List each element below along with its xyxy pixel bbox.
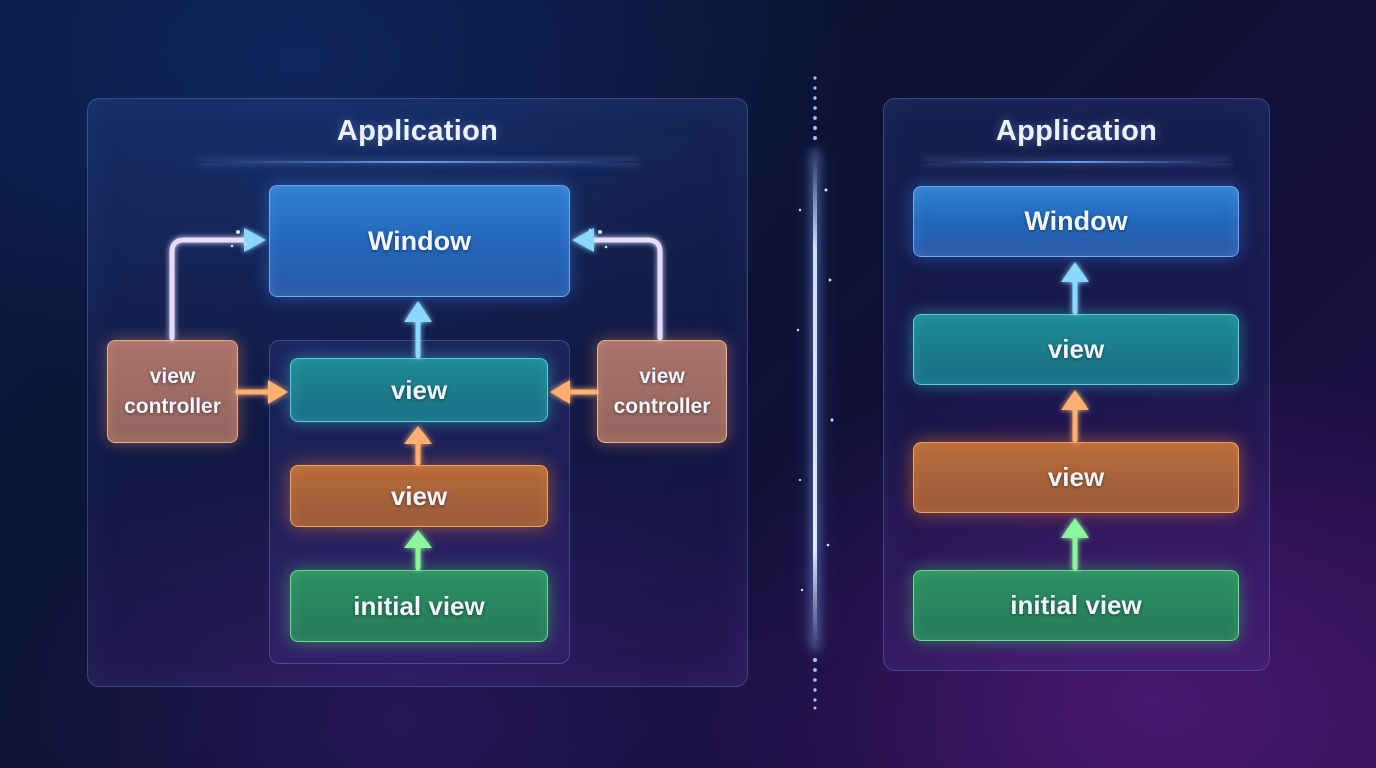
left-vc-right-line2: controller: [613, 394, 711, 418]
left-vc-to-window-arrow: [169, 228, 266, 341]
center-divider: [813, 150, 817, 650]
left-view-top-box: view: [290, 358, 548, 422]
right-arrow-view-to-window: [1061, 262, 1089, 315]
right-initial-view-box: initial view: [913, 570, 1239, 641]
left-initial-view-box: initial view: [290, 570, 548, 642]
left-view-middle-box: view: [290, 465, 548, 527]
right-vc-to-window-arrow: [572, 228, 663, 341]
right-arrow-view-to-view: [1061, 390, 1089, 443]
left-title-underline: [198, 161, 638, 163]
right-vc-to-view-arrow: [550, 380, 599, 404]
right-panel-title: Application: [995, 115, 1158, 147]
right-title-underline: [924, 161, 1229, 163]
left-vc-to-view-arrow: [235, 380, 288, 404]
left-view-controller-right-box: view controller: [597, 340, 727, 443]
divider-dots: [813, 76, 817, 710]
right-view-top-box: view: [913, 314, 1239, 385]
left-window-label: Window: [367, 225, 472, 256]
right-view-top-label: view: [1047, 334, 1105, 364]
left-vc-right-line1: view: [639, 364, 685, 388]
left-window-box: Window: [269, 185, 570, 297]
left-arrow-view-to-view: [404, 426, 432, 466]
left-arrow-view-to-window: [404, 301, 432, 359]
left-panel-title: Application: [336, 115, 499, 147]
sparkle-decorations: [230, 188, 834, 592]
right-arrow-initial-to-view: [1061, 518, 1089, 571]
left-view-top-label: view: [390, 374, 448, 405]
right-view-middle-box: view: [913, 442, 1239, 513]
left-arrow-initial-to-view: [404, 530, 432, 571]
right-window-box: Window: [913, 186, 1239, 257]
left-view-middle-label: view: [390, 480, 448, 511]
right-initial-view-label: initial view: [1010, 590, 1142, 620]
left-initial-view-label: initial view: [353, 590, 485, 621]
left-vc-left-line1: view: [149, 364, 196, 388]
right-view-middle-label: view: [1047, 462, 1105, 492]
left-vc-left-line2: controller: [124, 394, 221, 418]
right-window-label: Window: [1024, 206, 1128, 236]
